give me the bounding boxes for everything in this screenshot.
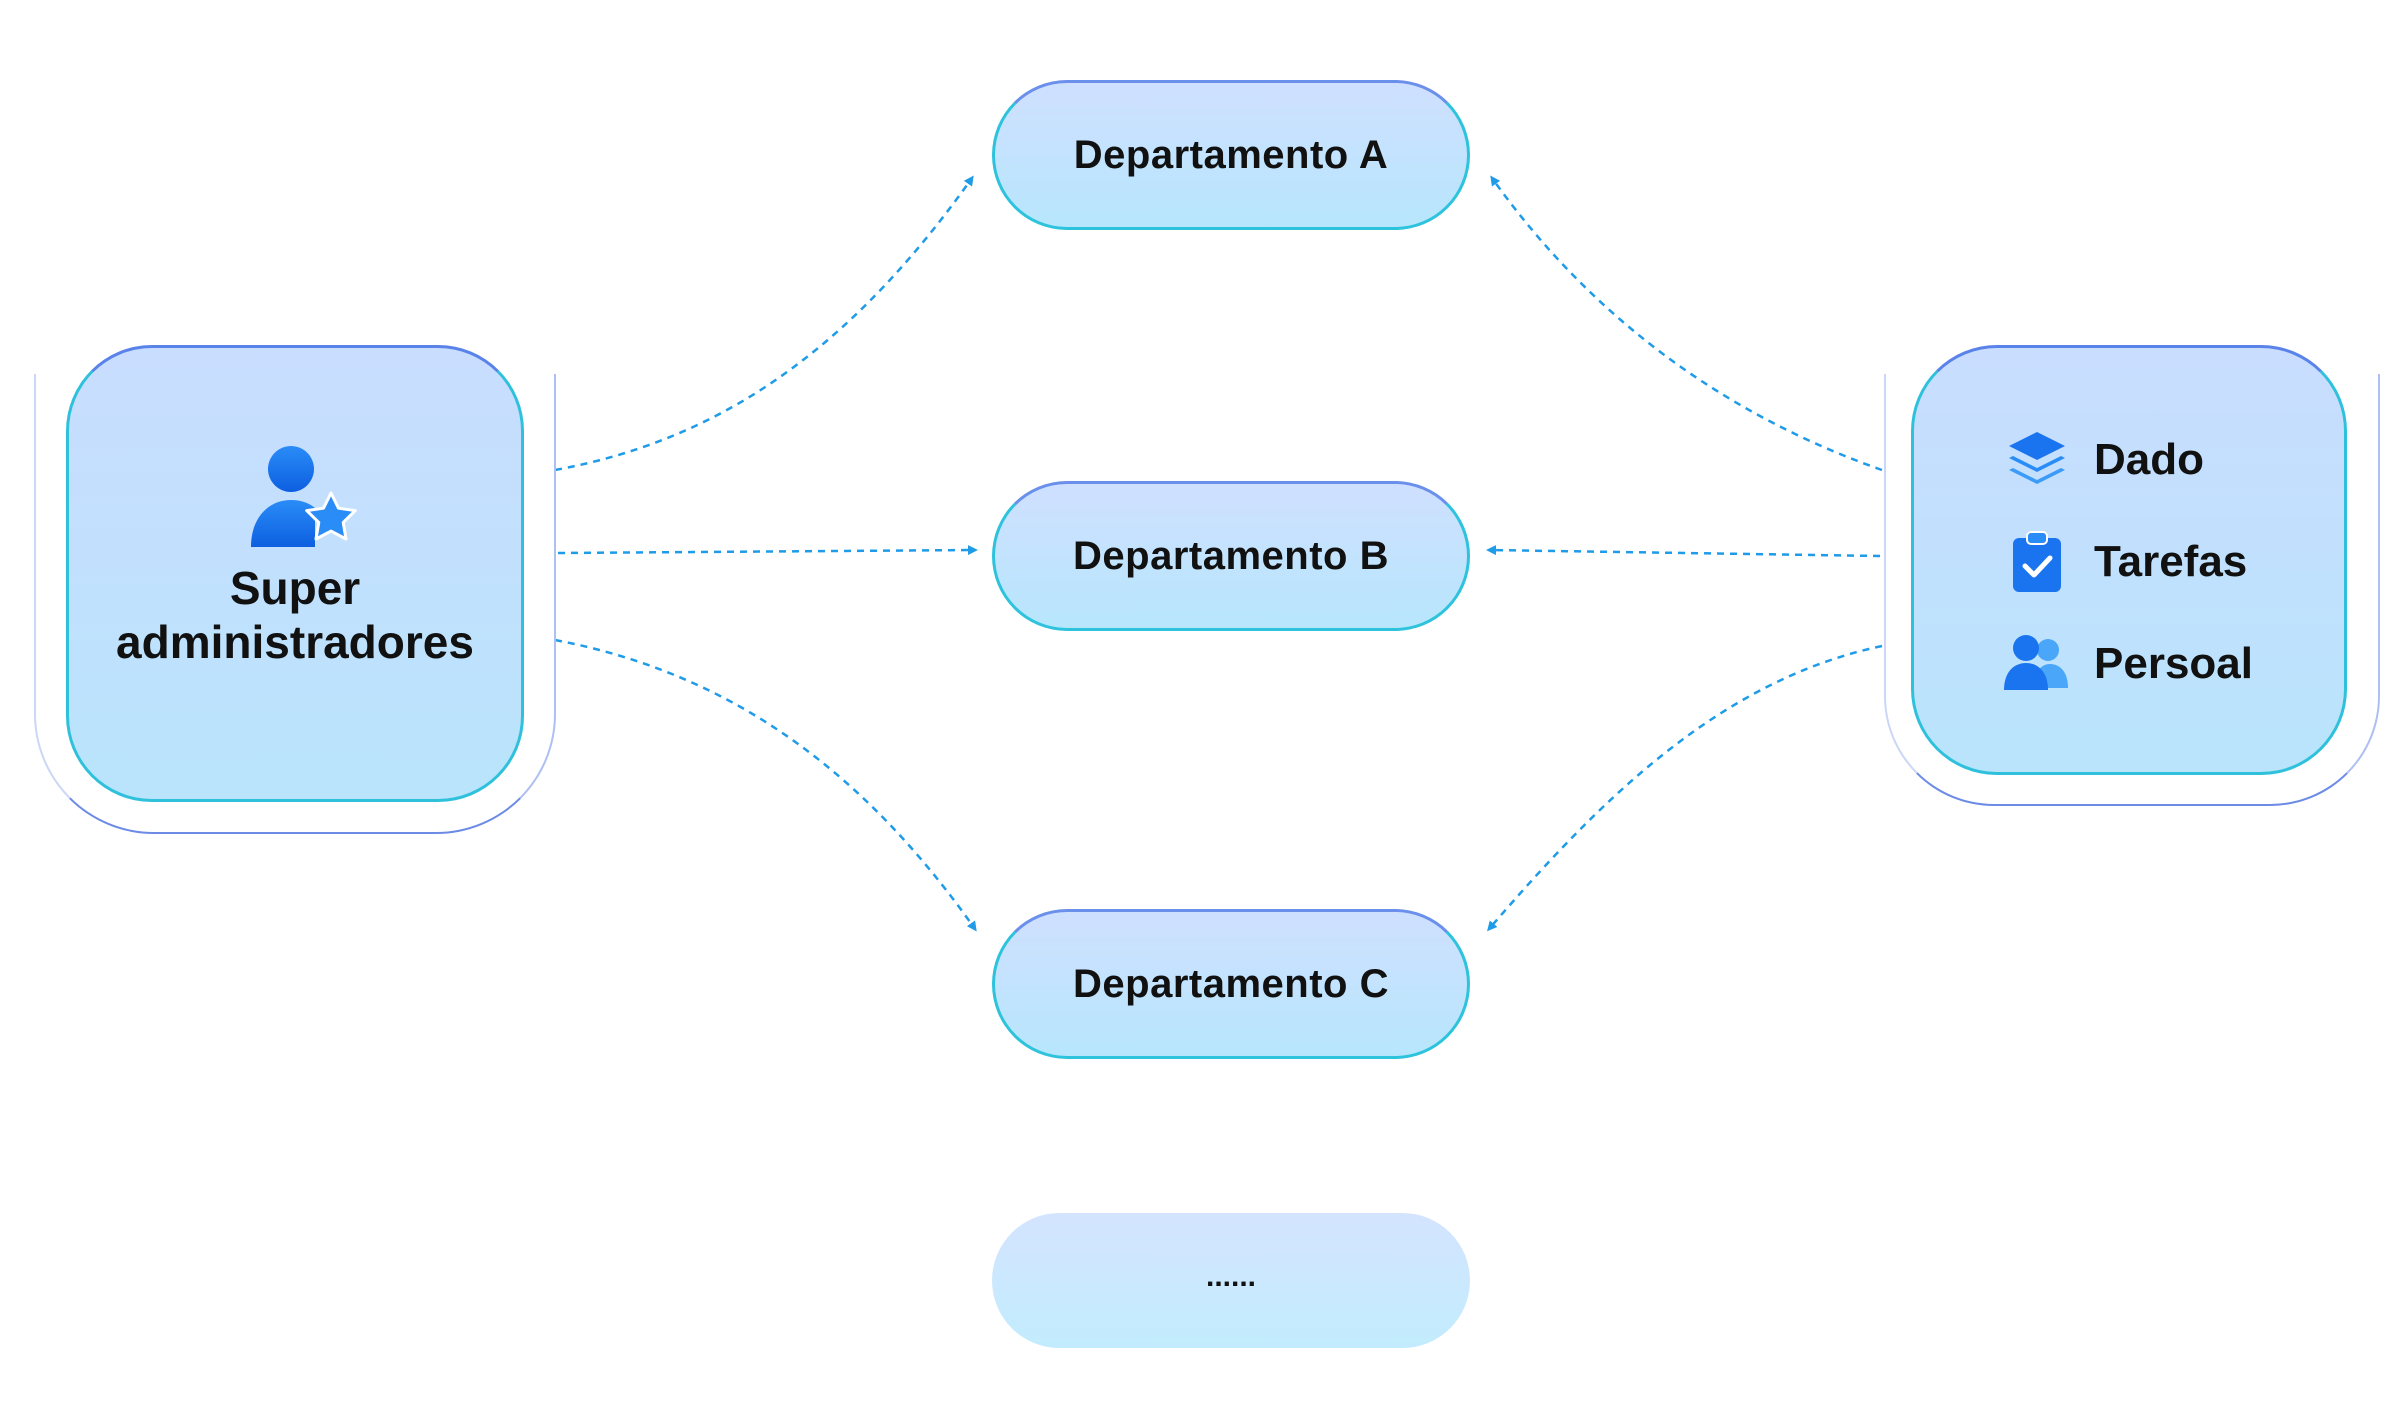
arrow-resources-to-dept-c bbox=[1487, 644, 1883, 932]
resource-item-persoal: Persoal bbox=[2004, 629, 2253, 699]
admin-label: Super administradores bbox=[69, 561, 521, 669]
users-icon bbox=[2004, 631, 2070, 697]
admin-label-line2: administradores bbox=[116, 616, 474, 668]
more-departments-node: ...... bbox=[992, 1213, 1470, 1348]
resource-item-dado: Dado bbox=[2004, 425, 2204, 495]
department-c-node: Departamento C bbox=[992, 909, 1470, 1059]
department-b-node: Departamento B bbox=[992, 481, 1470, 631]
more-departments-label: ...... bbox=[1205, 1259, 1256, 1293]
arrow-admin-to-dept-c bbox=[554, 638, 977, 932]
resource-label-persoal: Persoal bbox=[2094, 639, 2253, 688]
resource-label-dado: Dado bbox=[2094, 435, 2204, 484]
admin-label-line1: Super bbox=[229, 562, 361, 614]
arrow-resources-to-dept-b bbox=[1486, 545, 1881, 558]
admin-card: Super administradores bbox=[66, 345, 524, 802]
department-b-label: Departamento B bbox=[1073, 533, 1389, 578]
resource-label-tarefas: Tarefas bbox=[2094, 537, 2248, 586]
arrow-admin-to-dept-b bbox=[557, 545, 978, 556]
department-c-label: Departamento C bbox=[1073, 961, 1389, 1006]
admin-user-star-icon bbox=[251, 446, 357, 547]
clipboard-check-icon bbox=[2004, 529, 2070, 595]
resources-card: Dado Tarefas Persoal bbox=[1911, 345, 2347, 775]
resource-item-tarefas: Tarefas bbox=[2004, 527, 2247, 597]
department-a-label: Departamento A bbox=[1073, 132, 1389, 177]
arrow-resources-to-dept-a bbox=[1490, 175, 1883, 472]
layers-icon bbox=[2004, 427, 2070, 493]
department-a-node: Departamento A bbox=[992, 80, 1470, 230]
arrow-admin-to-dept-a bbox=[554, 175, 974, 472]
